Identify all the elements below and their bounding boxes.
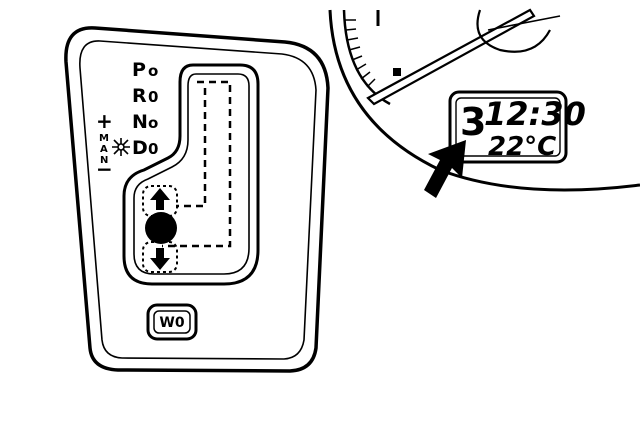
gear-indicator-n: o (148, 114, 158, 132)
secondary-gauge-line (487, 15, 561, 31)
upshift-zone (142, 185, 178, 217)
needle-hub (393, 68, 401, 76)
lcd-display-inner (455, 97, 561, 157)
light-star-icon (112, 138, 130, 156)
gear-indicator-d: 0 (148, 140, 158, 158)
gear-indicator-r: 0 (148, 88, 158, 106)
shift-gate-outer (122, 63, 260, 286)
gear-label-d: D (132, 137, 148, 159)
lcd-display-outer (448, 90, 568, 164)
winter-mode-button-outer[interactable] (146, 303, 198, 341)
shift-path-dashed-inner (176, 88, 207, 208)
instrument-cluster: 3 12:30 22°C (328, 8, 640, 198)
gauge-ticks (345, 19, 376, 88)
manual-plus-sign: + (96, 109, 113, 133)
gauge-needle (366, 8, 536, 106)
lcd-clock-time: 12:30 (484, 95, 586, 133)
manual-letter-m: M (99, 133, 109, 144)
lcd-outside-temperature: 22°C (488, 132, 556, 162)
shift-path-dashed (162, 80, 232, 248)
panel-outer-border (64, 26, 330, 373)
winter-mode-button-inner (153, 310, 191, 334)
shifter-panel: P o R 0 N o D 0 + M A N − W0 (64, 26, 330, 373)
lcd-gear-number: 3 (460, 100, 486, 144)
gear-label-r: R (132, 85, 147, 107)
upshift-arrow-icon (150, 188, 170, 210)
manual-letter-n: N (100, 155, 108, 166)
winter-mode-button-label: W0 (159, 315, 184, 331)
secondary-gauge-arc (476, 9, 551, 53)
gear-label-n: N (132, 111, 148, 133)
shift-lever-knob[interactable] (145, 212, 177, 244)
panel-inner-border (79, 40, 317, 360)
gear-label-p: P (132, 59, 146, 81)
shift-gate-inner (133, 73, 250, 275)
pointer-arrow-icon (424, 140, 466, 198)
manual-minus-sign: − (96, 157, 113, 181)
gear-indicator-p: o (148, 62, 158, 80)
downshift-arrow-icon (150, 248, 170, 270)
manual-letter-a: A (100, 144, 108, 155)
